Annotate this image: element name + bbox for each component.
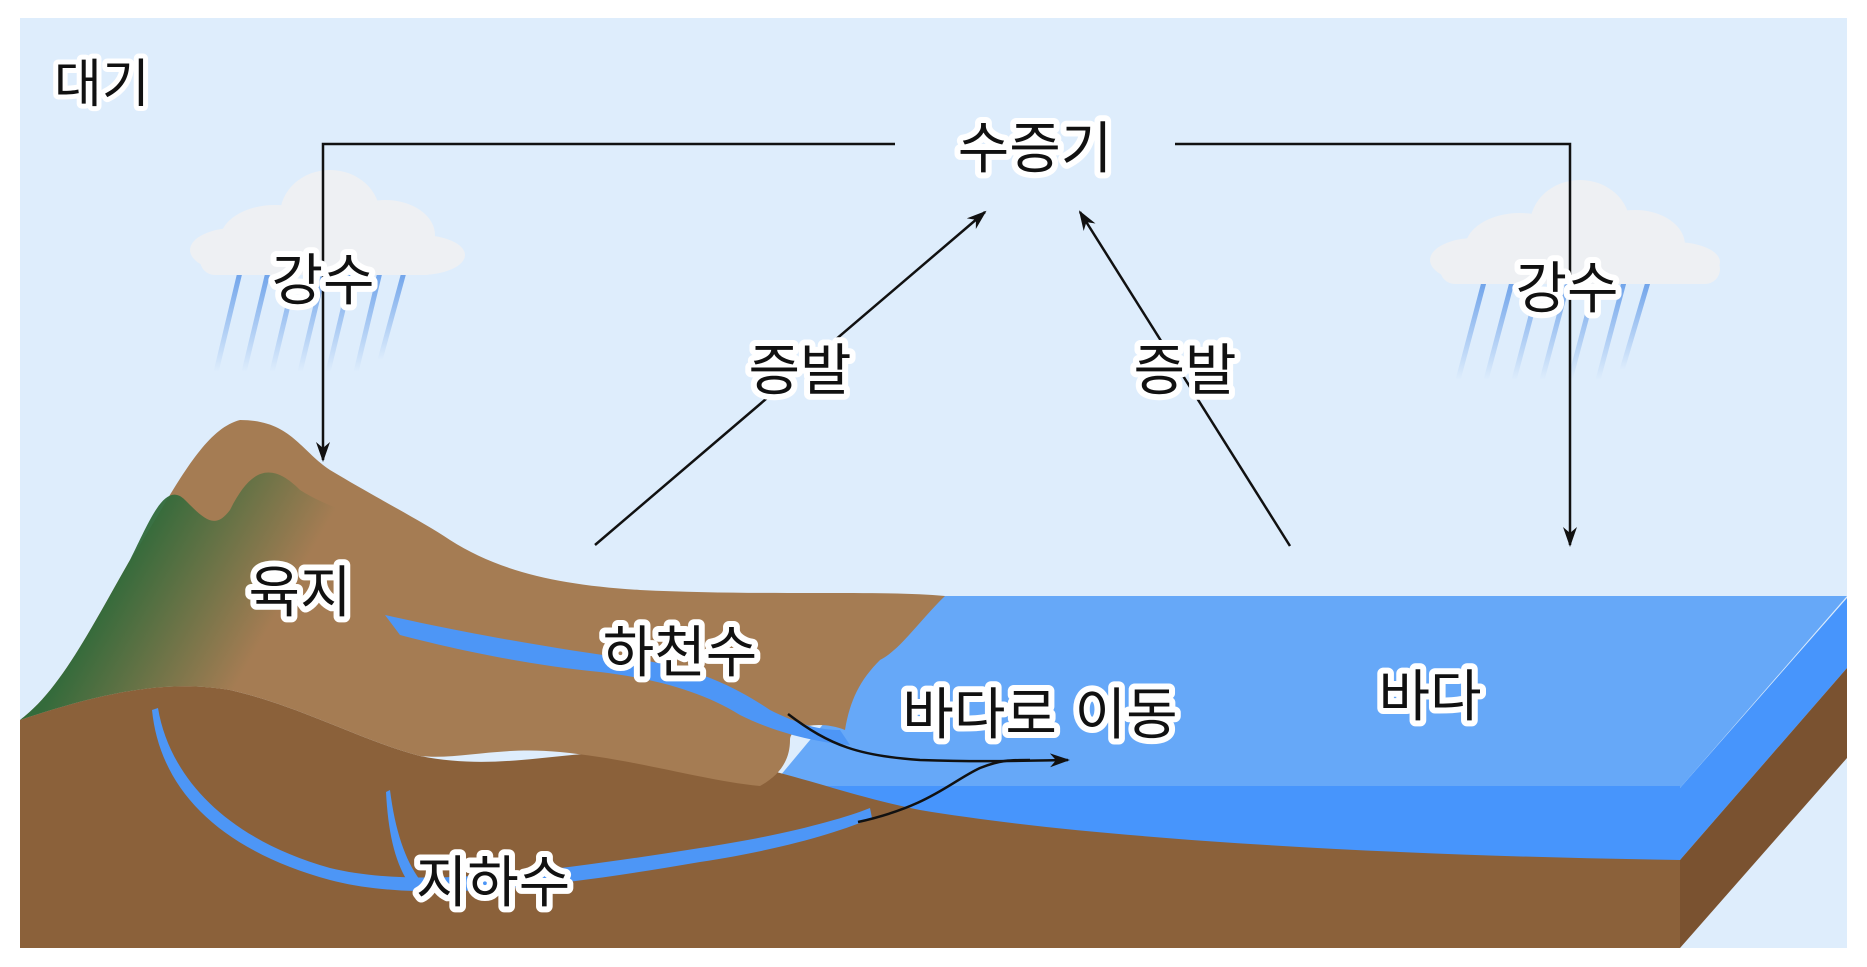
label-move-to-sea: 바다로 이동 [902, 683, 1177, 748]
label-evaporation-sea: 증발 [1133, 339, 1236, 404]
sea-surface [770, 596, 1847, 788]
label-atmosphere: 대기 [54, 55, 150, 115]
mountain [20, 472, 420, 720]
label-evaporation-land: 증발 [748, 339, 851, 404]
label-precipitation-right: 강수 [1515, 257, 1618, 322]
rain-right [1455, 279, 1651, 383]
soil-side-face [1680, 668, 1847, 948]
cloud-left [190, 170, 465, 275]
flow-vapor-to-precip-right [1175, 142, 1577, 547]
rain-left [213, 269, 407, 375]
label-land: 육지 [248, 561, 351, 626]
flow-groundwater-to-sea [857, 758, 1031, 824]
cloud-right [1430, 180, 1720, 284]
flow-vapor-to-precip-left [316, 142, 895, 462]
label-precipitation-left: 강수 [271, 249, 374, 314]
label-river-water: 하천수 [603, 621, 758, 686]
label-water-vapor: 수증기 [958, 117, 1113, 182]
river-channel [385, 615, 850, 745]
label-groundwater: 지하수 [416, 851, 571, 916]
flow-evaporation-land [594, 210, 987, 546]
flow-evaporation-sea [1078, 210, 1292, 547]
sea-side-face [1680, 598, 1847, 860]
groundwater-channel-right [386, 790, 420, 882]
label-sea: 바다 [1378, 665, 1481, 730]
